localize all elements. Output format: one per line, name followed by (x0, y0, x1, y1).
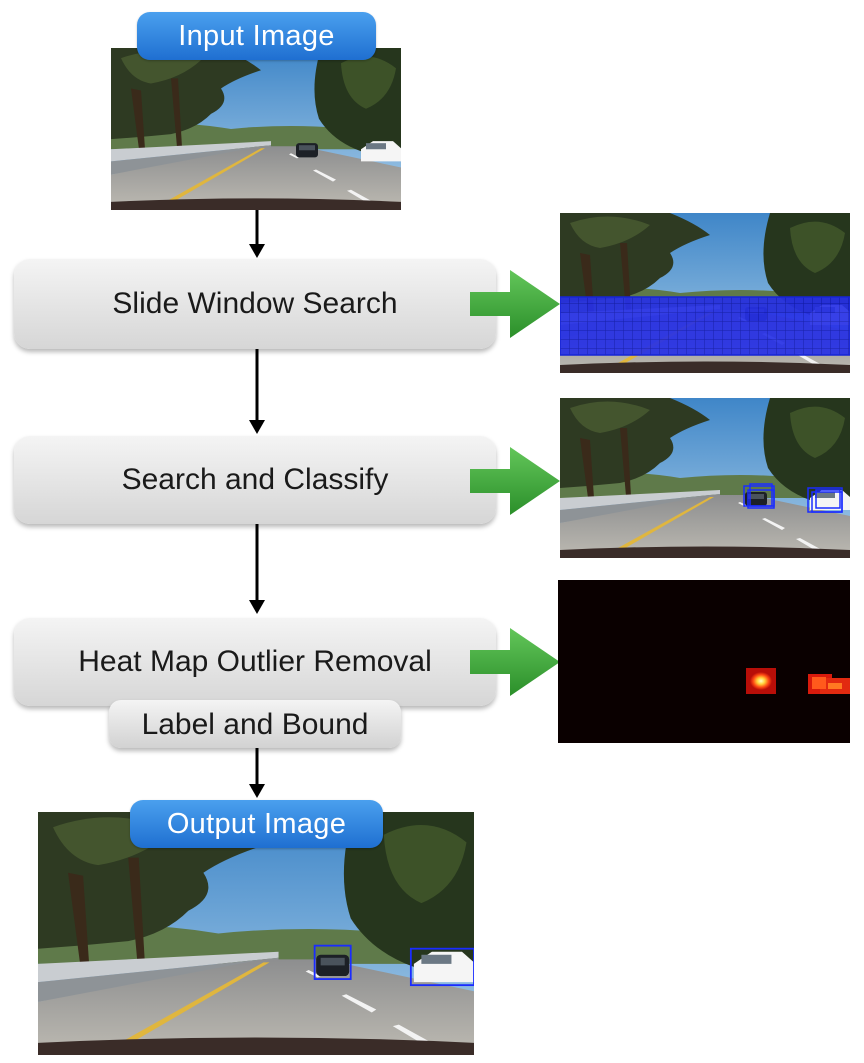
stage-slide-window-search-label: Slide Window Search (112, 287, 398, 320)
search-classify-result-image (560, 398, 850, 558)
output-image-label: Output Image (130, 800, 383, 848)
input-image (111, 48, 401, 210)
stage-heat-map-label: Heat Map Outlier Removal (78, 645, 432, 678)
flow-arrow-2 (249, 348, 265, 434)
stage-search-classify: Search and Classify (14, 436, 496, 524)
input-image-label: Input Image (137, 12, 376, 60)
stage-label-bound: Label and Bound (109, 700, 401, 748)
output-image (38, 812, 474, 1055)
green-arrow-3 (470, 628, 560, 696)
slide-window-result-image (560, 213, 850, 373)
heat-map-image (558, 580, 850, 743)
flow-arrow-3 (249, 524, 265, 614)
flow-arrow-4 (249, 748, 265, 798)
stage-slide-window-search: Slide Window Search (14, 259, 496, 349)
stage-search-classify-label: Search and Classify (121, 463, 389, 496)
stage-heat-map: Heat Map Outlier Removal (14, 618, 496, 706)
stage-label-bound-label: Label and Bound (141, 708, 369, 741)
green-arrow-2 (470, 447, 560, 515)
green-arrow-1 (470, 270, 560, 338)
flow-arrow-1 (249, 208, 265, 258)
